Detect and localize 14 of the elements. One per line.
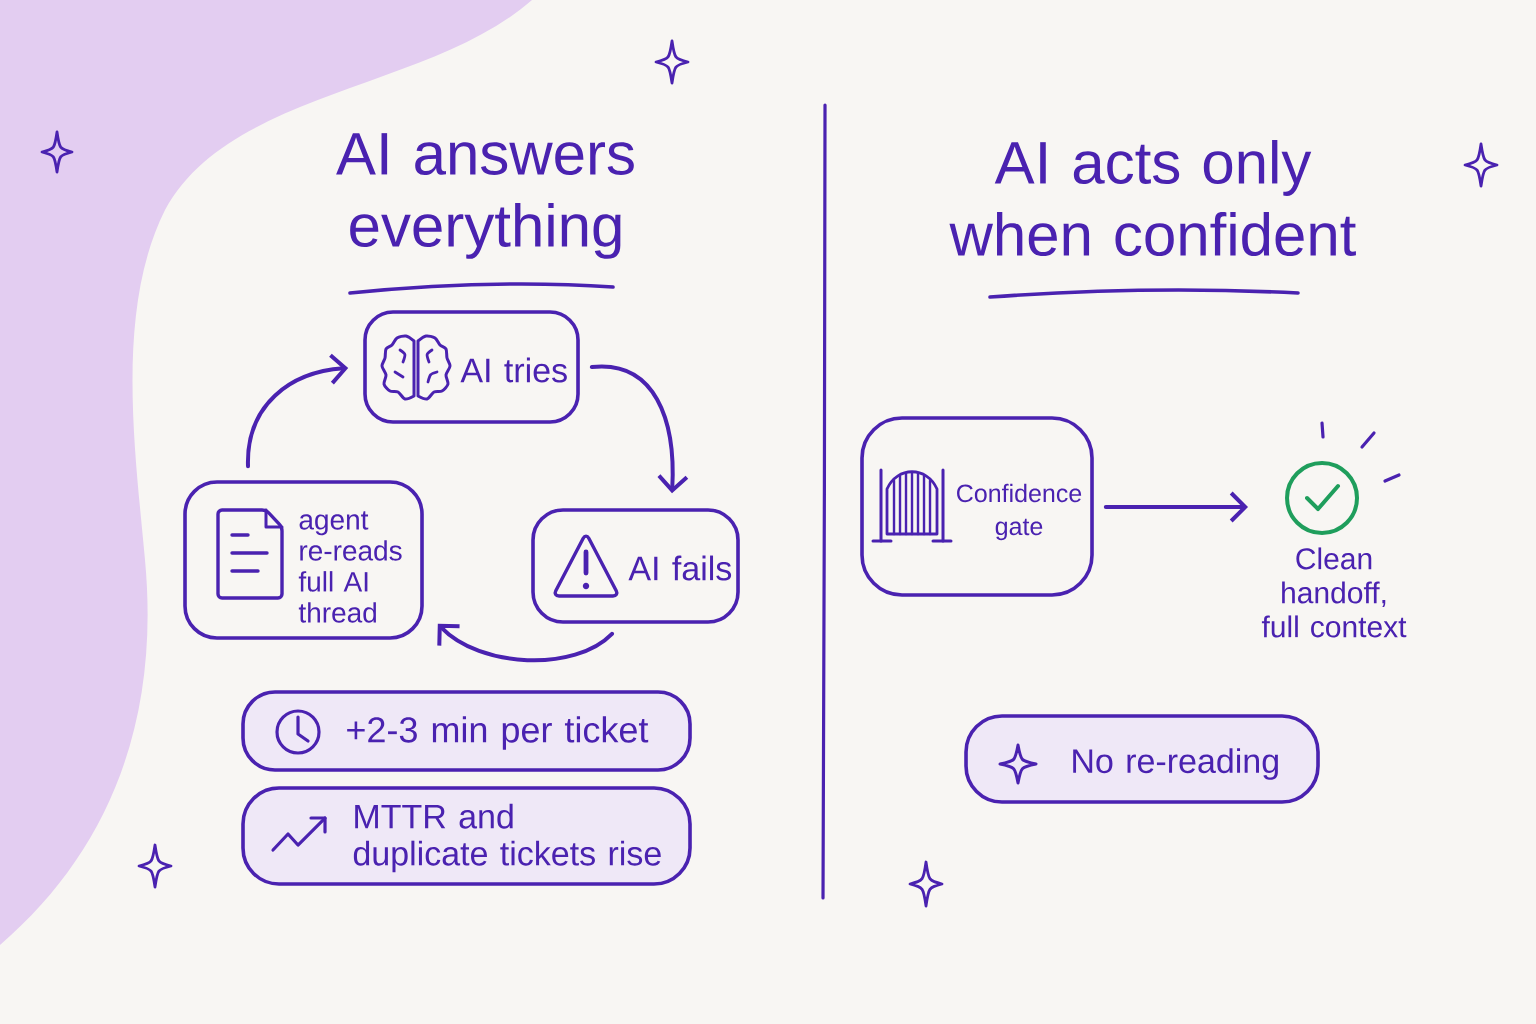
- info-pill: No re-reading: [964, 714, 1320, 804]
- arrow: [589, 364, 689, 494]
- arrow: [437, 623, 614, 663]
- heading: AI answers everything: [336, 133, 634, 259]
- info-pill: MTTR and duplicate tickets rise: [241, 786, 692, 886]
- info-pill: +2-3 min per ticket: [241, 690, 692, 772]
- rounded-box: Confidence gate: [860, 416, 1094, 597]
- rounded-box: AI fails: [531, 508, 740, 624]
- node-label: Clean handoff, full context: [1261, 547, 1407, 638]
- arrow: [1103, 491, 1248, 523]
- rounded-box: agent re-reads full AI thread: [183, 480, 424, 640]
- arrow: [246, 353, 349, 469]
- heading: AI acts only when confident: [949, 140, 1356, 257]
- rounded-box: AI tries: [363, 310, 580, 424]
